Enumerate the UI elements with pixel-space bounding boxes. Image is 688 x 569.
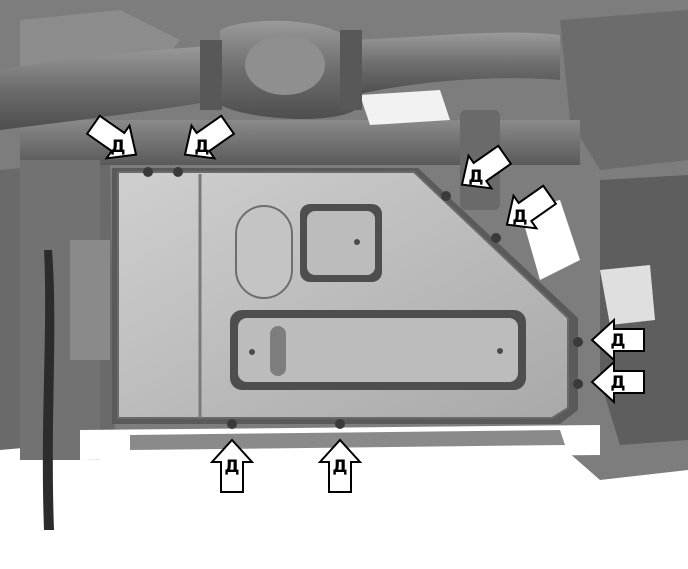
- callouts: Д Д Д Д Д Д Д Д: [85, 114, 645, 493]
- protective-shield: [112, 167, 583, 429]
- callout-label-right-lower: Д: [610, 373, 625, 393]
- callout-arrow-diagonal-lower: [505, 184, 558, 230]
- callout-arrow-bottom-right: [317, 438, 363, 493]
- callout-label-diagonal-lower: Д: [512, 207, 527, 227]
- exhaust-system: [0, 20, 560, 130]
- callout-label-right-upper: Д: [610, 331, 625, 351]
- callout-label-bottom-right: Д: [332, 457, 347, 477]
- callout-label-top-left-2: Д: [194, 137, 209, 157]
- callout-arrow-diagonal-upper: [460, 144, 513, 190]
- hose: [42, 250, 55, 530]
- fasteners: [143, 167, 583, 429]
- callout-label-bottom-left: Д: [224, 457, 239, 477]
- callout-arrow-right-upper: [590, 317, 645, 363]
- callout-label-top-left-1: Д: [110, 137, 125, 157]
- callout-arrow-top-left-1: [85, 114, 138, 160]
- callout-arrow-top-left-2: [183, 114, 236, 160]
- callout-arrow-right-lower: [590, 359, 645, 405]
- callout-label-diagonal-upper: Д: [468, 167, 483, 187]
- oval-access-cover: [235, 205, 293, 299]
- callout-arrow-bottom-left: [209, 438, 255, 493]
